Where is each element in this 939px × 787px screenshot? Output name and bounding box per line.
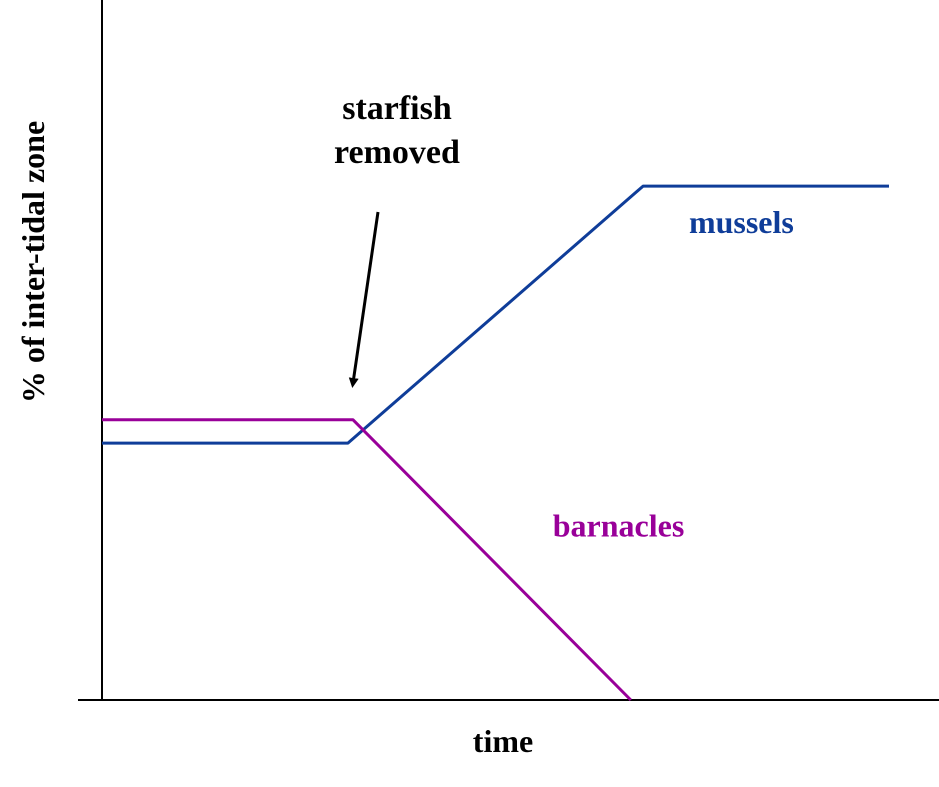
y-axis-label: % of inter-tidal zone	[15, 121, 51, 403]
series-line-barnacles	[102, 418, 632, 702]
series-layer	[102, 184, 889, 702]
annotation-line-1: starfish	[342, 90, 452, 127]
annotation-arrow	[348, 211, 380, 388]
series-label-mussels: mussels	[689, 204, 794, 240]
starfish-removed-annotation: starfish removed	[334, 90, 460, 388]
x-axis-label: time	[473, 723, 533, 759]
series-label-layer: mussels barnacles	[553, 204, 794, 544]
annotation-line-2: removed	[334, 134, 460, 171]
series-label-barnacles: barnacles	[553, 508, 685, 544]
series-line-mussels	[102, 184, 889, 445]
